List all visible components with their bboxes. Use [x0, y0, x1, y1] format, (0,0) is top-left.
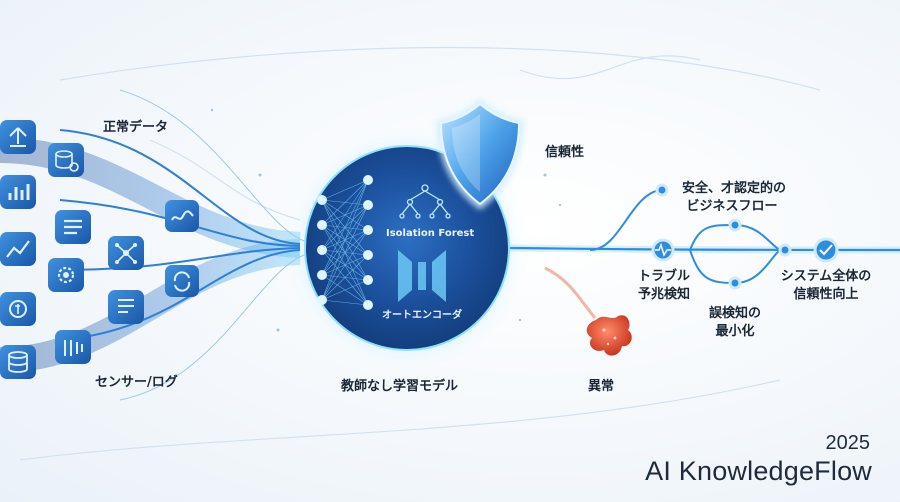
pulse-icon: [655, 242, 671, 257]
safe-flow-line1: 安全、才認定的の: [682, 181, 787, 196]
loop-node: [728, 218, 742, 232]
network-nodes: [317, 175, 373, 310]
false-positive-label: 誤検知の 最小化: [704, 305, 766, 340]
coin-icon: [0, 292, 36, 326]
reliability-label: 信頼性: [545, 145, 585, 160]
shield-icon: [436, 98, 524, 210]
unsupervised-model-label: 教師なし学習モデル: [341, 379, 459, 394]
safe-flow-branch: [589, 189, 661, 251]
gear-icon: [48, 258, 84, 292]
list-icon: [55, 210, 91, 244]
loop-node: [728, 276, 742, 290]
brand-year: 2025: [825, 432, 871, 454]
autoencoder-label: オートエンコーダ: [382, 310, 462, 321]
autoencoder-icon: [398, 250, 446, 302]
stream-line: [119, 89, 311, 244]
data-streams: [0, 89, 311, 401]
safe-flow-node: [655, 183, 669, 197]
system-line2: 信頼性向上: [793, 286, 859, 302]
network-icon: [108, 236, 144, 270]
safe-flow-line2: ビジネスフロー: [686, 198, 778, 214]
document-icon: [108, 290, 144, 324]
bg-arc: [59, 46, 821, 91]
bg-arc: [519, 55, 701, 80]
table-icon: [55, 330, 91, 364]
system-reliability-label: システム全体の 信頼性向上: [778, 268, 874, 303]
normal-data-label: 正常データ: [103, 120, 169, 135]
brand-name: AI KnowledgeFlow: [645, 456, 872, 486]
anomaly-blob-icon: [586, 315, 632, 356]
background-arcs: [19, 46, 821, 461]
wave-icon: [165, 200, 199, 232]
check-icon: [819, 244, 833, 256]
tree-icon: [399, 184, 451, 219]
upload-icon: [0, 120, 36, 154]
isolation-forest-label: Isolation Forest: [386, 228, 475, 239]
sync-icon: [165, 265, 199, 297]
line-chart-icon: [0, 232, 36, 266]
neural-network: [321, 179, 369, 306]
trouble-detection-label: トラブル 予兆検知: [632, 268, 696, 303]
merge-node: [778, 243, 792, 257]
trouble-line2: 予兆検知: [637, 286, 690, 302]
icon-grid: [0, 120, 199, 379]
flow-nodes: [651, 183, 839, 290]
check-node: [813, 237, 839, 263]
server-icon: [0, 345, 36, 379]
sensor-log-label: センサー/ログ: [95, 375, 178, 390]
stream-ribbon: [0, 137, 301, 258]
database-icon: [48, 143, 84, 177]
false-line2: 最小化: [715, 323, 755, 339]
stream-line: [59, 247, 301, 271]
bar-chart-icon: [0, 175, 36, 209]
core-body: [304, 145, 510, 351]
false-line1: 誤検知の: [708, 306, 761, 321]
stream-line: [59, 129, 301, 245]
anomaly-branch: [544, 266, 597, 319]
sparkle-dots: [210, 108, 562, 332]
bg-arc: [19, 379, 781, 461]
model-core: [295, 136, 519, 360]
bg-arc: [149, 139, 301, 221]
stream-line: [119, 252, 311, 401]
safe-business-flow-label: 安全、才認定的の ビジネスフロー: [682, 180, 787, 215]
stream-ribbon: [0, 239, 301, 373]
anomaly-label: 異常: [588, 379, 615, 394]
system-line1: システム全体の: [780, 269, 872, 284]
trouble-line1: トラブル: [637, 269, 690, 284]
